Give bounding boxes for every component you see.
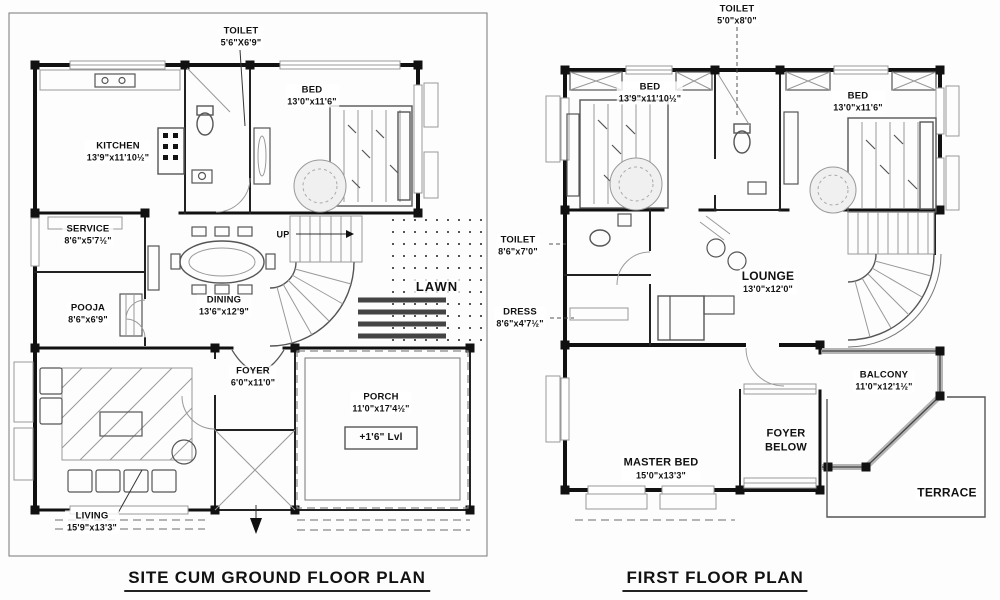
room-label-toilet-mid: TOILET 8'6"x7'0" [496,234,540,258]
entry-steps-cross [214,429,296,511]
room-label-balcony: BALCONY 11'0"x12'1½" [853,369,915,393]
bed-icon [566,99,669,211]
terrace-boundary [826,396,986,518]
room-label-terrace: TERRACE [915,485,979,501]
ground-floor-title: SITE CUM GROUND FLOOR PLAN [124,568,430,592]
lounge-furniture [657,215,747,341]
dress-counter [569,307,629,321]
room-label-toilet-top: TOILET 5'0"x8'0" [715,3,759,27]
room-label-lawn: LAWN [413,278,461,296]
porch-level-marker: +1'6" Lvl [359,431,403,443]
room-label-porch: PORCH 11'0"x17'4½" [350,391,412,415]
site-boundary [8,12,488,557]
column-markers [560,65,945,495]
room-label-bed-right: BED 13'0"x11'6" [831,90,885,114]
dining-table [147,226,276,295]
spiral-staircase [847,211,942,348]
room-label-master-bed: MASTER BED 15'0"x13'3" [621,456,701,482]
sofa-set [39,367,197,493]
room-label-living: LIVING 15'9"x13'3" [64,510,120,534]
room-label-foyer: FOYER 6'0"x11'0" [228,365,278,389]
balcony-parapet [822,346,945,472]
pooja-shrine [119,293,146,339]
wardrobe-loft-boxes [569,71,937,91]
toilet-fixtures [186,67,251,213]
first-floor-title: FIRST FLOOR PLAN [622,568,808,592]
room-label-bed-ground: BED 13'0"x11'6" [285,84,339,108]
foyer-below-steps [743,347,817,489]
room-label-kitchen: KITCHEN 13'9"x11'10½" [84,140,152,164]
room-label-dining: DINING 13'6"x12'9" [196,294,252,318]
room-label-lounge: LOUNGE 13'0"x12'0" [739,268,797,296]
room-label-pooja: POOJA 8'6"x6'9" [66,302,110,326]
room-label-dress: DRESS 8'6"x4'7½" [494,306,546,330]
porch-outline [296,350,470,531]
first-floor-drawing [545,27,986,521]
room-label-bed-left: BED 13'9"x11'10½" [616,81,684,105]
room-label-toilet-ground: TOILET 5'6"X6'9" [218,25,264,49]
stair-up-label: UP [276,229,290,240]
bed-icon [253,105,413,213]
bed-icon [783,111,937,214]
toilet-fixtures [717,73,767,195]
living-leader-line [117,469,143,514]
toilet-leader-line [239,49,246,127]
room-label-service: SERVICE 8'6"x5'7½" [62,223,114,247]
room-label-foyer-below: FOYER BELOW [765,427,807,453]
ground-floor-drawing [8,12,488,557]
spiral-staircase [269,215,363,347]
entry-marker [250,505,262,534]
toilet-fixtures [589,213,651,286]
kitchen-counter [39,69,185,175]
